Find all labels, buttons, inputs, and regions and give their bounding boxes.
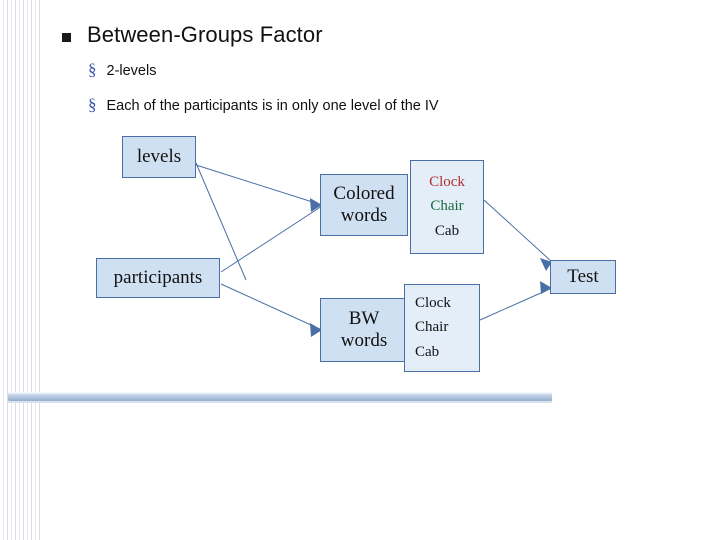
diagram-node-colored-words-label: Colored words xyxy=(329,183,398,227)
colored-words-line-2: words xyxy=(340,205,388,226)
page-title: Between-Groups Factor xyxy=(62,22,323,48)
diagram-node-colored-words: Colored words xyxy=(320,174,408,236)
diagram-node-bw-words: BW words xyxy=(320,298,408,362)
diagram-node-test: Test xyxy=(550,260,616,294)
bullet-text: 2-levels xyxy=(106,63,157,79)
diagram-node-bw-words-label: BW words xyxy=(337,308,391,352)
diagram-node-participants: participants xyxy=(96,258,220,298)
word-list-bottom-item: Clock xyxy=(415,295,451,312)
word-list-top-item: Clock xyxy=(429,174,465,191)
word-list-bottom-item: Cab xyxy=(415,343,440,360)
diagram-node-participants-label: participants xyxy=(113,267,203,289)
diagram-node-bw-word-list: Clock Chair Cab xyxy=(404,284,480,372)
bottom-divider-shadow xyxy=(8,401,552,403)
bw-words-line-1: BW xyxy=(348,308,380,330)
word-list-top-item: Chair xyxy=(430,198,464,215)
section-marker-icon: § xyxy=(88,60,97,79)
diagram-node-levels: levels xyxy=(122,136,196,178)
word-list-bottom-item: Chair xyxy=(415,319,449,336)
bullet-item: § 2-levels xyxy=(88,60,156,80)
bw-words-line-2: words xyxy=(340,330,388,351)
diagram-node-levels-label: levels xyxy=(136,146,182,168)
decorative-stripe-edge xyxy=(40,0,48,540)
diagram-node-colored-word-list: Clock Chair Cab xyxy=(410,160,484,254)
bottom-divider-bar xyxy=(8,392,552,401)
colored-words-line-1: Colored xyxy=(333,183,395,205)
word-list-top-item: Cab xyxy=(434,222,460,239)
section-marker-icon: § xyxy=(88,95,97,114)
title-square-icon xyxy=(62,32,71,42)
decorative-stripe-band xyxy=(0,0,40,540)
diagram-node-test-label: Test xyxy=(567,266,599,288)
title-text: Between-Groups Factor xyxy=(87,22,323,47)
bullet-item: § Each of the participants is in only on… xyxy=(88,95,439,115)
bullet-text: Each of the participants is in only one … xyxy=(106,98,439,114)
